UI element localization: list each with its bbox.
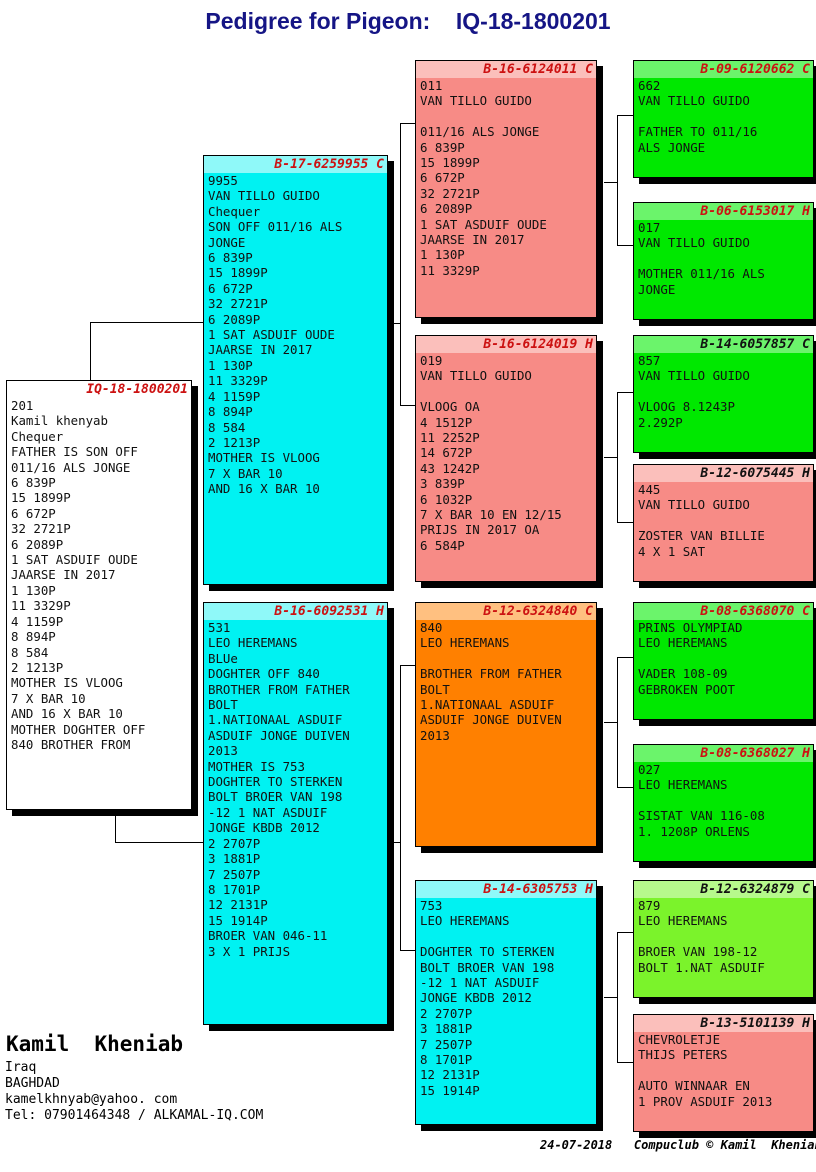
pigeon-details: 9955 VAN TILLO GUIDO Chequer SON OFF 011… (208, 173, 343, 497)
pigeon-details: 017 VAN TILLO GUIDO MOTHER 011/16 ALS JO… (638, 220, 765, 297)
pigeon-details: 879 LEO HEREMANS BROER VAN 198-12 BOLT 1… (638, 898, 765, 975)
connector (617, 787, 633, 788)
connector (617, 392, 633, 393)
pigeon-details: 201 Kamil khenyab Chequer FATHER IS SON … (11, 398, 146, 752)
connector (115, 842, 203, 843)
ring-number: IQ-18-1800201 (7, 381, 191, 398)
pedigree-box-gen4-1[interactable]: B-09-6120662 C 662 VAN TILLO GUIDO FATHE… (633, 60, 814, 178)
ring-number: B-08-6368027 H (634, 745, 813, 762)
owner-name: Kamil Kheniab (6, 1032, 184, 1056)
connector (617, 1062, 633, 1063)
pedigree-box-father-father[interactable]: B-16-6124011 C 011 VAN TILLO GUIDO 011/1… (415, 60, 597, 318)
pedigree-box-mother-father[interactable]: B-12-6324840 C 840 LEO HEREMANS BROTHER … (415, 602, 597, 847)
pigeon-details: 662 VAN TILLO GUIDO FATHER TO 011/16 ALS… (638, 78, 758, 155)
ring-number: B-13-5101139 H (634, 1015, 813, 1032)
ring-number: B-16-6124019 H (416, 336, 596, 353)
connector (604, 722, 617, 723)
pedigree-box-gen4-4[interactable]: B-12-6075445 H 445 VAN TILLO GUIDO ZOSTE… (633, 464, 814, 582)
connector (604, 457, 617, 458)
pedigree-box-father[interactable]: B-17-6259955 C 9955 VAN TILLO GUIDO Cheq… (203, 155, 388, 585)
pedigree-box-mother[interactable]: B-16-6092531 H 531 LEO HEREMANS BLUe DOG… (203, 602, 388, 1025)
connector (617, 657, 618, 787)
pedigree-box-gen4-2[interactable]: B-06-6153017 H 017 VAN TILLO GUIDO MOTHE… (633, 202, 814, 320)
pedigree-box-father-mother[interactable]: B-16-6124019 H 019 VAN TILLO GUIDO VLOOG… (415, 335, 597, 582)
ring-number: B-14-6305753 H (416, 881, 596, 898)
connector (617, 522, 633, 523)
ring-number: B-12-6075445 H (634, 465, 813, 482)
ring-number: B-16-6124011 C (416, 61, 596, 78)
connector (387, 323, 400, 324)
pigeon-details: 753 LEO HEREMANS DOGHTER TO STERKEN BOLT… (420, 898, 555, 1098)
ring-number: B-14-6057857 C (634, 336, 813, 353)
connector (387, 842, 400, 843)
connector (400, 405, 415, 406)
pedigree-box-gen4-3[interactable]: B-14-6057857 C 857 VAN TILLO GUIDO VLOOG… (633, 335, 814, 453)
connector (617, 932, 618, 1062)
ring-number: B-12-6324840 C (416, 603, 596, 620)
pedigree-box-gen4-8[interactable]: B-13-5101139 H CHEVROLETJE THIJS PETERS … (633, 1014, 814, 1132)
connector (617, 657, 633, 658)
connector (617, 932, 633, 933)
pedigree-box-gen4-7[interactable]: B-12-6324879 C 879 LEO HEREMANS BROER VA… (633, 880, 814, 998)
pedigree-box-mother-mother[interactable]: B-14-6305753 H 753 LEO HEREMANS DOGHTER … (415, 880, 597, 1125)
ring-number: B-06-6153017 H (634, 203, 813, 220)
pedigree-box-gen4-5[interactable]: B-08-6368070 C PRINS OLYMPIAD LEO HEREMA… (633, 602, 814, 720)
owner-address: Iraq BAGHDAD kamelkhnyab@yahoo. com Tel:… (5, 1060, 264, 1123)
pigeon-details: 019 VAN TILLO GUIDO VLOOG OA 4 1512P 11 … (420, 353, 562, 553)
pigeon-details: 840 LEO HEREMANS BROTHER FROM FATHER BOL… (420, 620, 562, 743)
pigeon-details: 531 LEO HEREMANS BLUe DOGHTER OFF 840 BR… (208, 620, 350, 959)
ring-number: B-16-6092531 H (204, 603, 387, 620)
connector (617, 115, 633, 116)
pigeon-details: 857 VAN TILLO GUIDO VLOOG 8.1243P 2.292P (638, 353, 750, 430)
pedigree-box-subject[interactable]: IQ-18-1800201 201 Kamil khenyab Chequer … (6, 380, 192, 810)
pigeon-details: CHEVROLETJE THIJS PETERS AUTO WINNAAR EN… (638, 1032, 773, 1109)
ring-number: B-09-6120662 C (634, 61, 813, 78)
connector (617, 245, 633, 246)
ring-number: B-17-6259955 C (204, 156, 387, 173)
connector (400, 950, 415, 951)
pigeon-details: PRINS OLYMPIAD LEO HEREMANS VADER 108-09… (638, 620, 743, 697)
ring-number: B-08-6368070 C (634, 603, 813, 620)
connector (604, 182, 617, 183)
pigeon-details: 445 VAN TILLO GUIDO ZOSTER VAN BILLIE 4 … (638, 482, 765, 559)
connector (604, 997, 617, 998)
connector (617, 392, 618, 522)
connector (400, 665, 401, 950)
pigeon-details: 011 VAN TILLO GUIDO 011/16 ALS JONGE 6 8… (420, 78, 547, 278)
pedigree-box-gen4-6[interactable]: B-08-6368027 H 027 LEO HEREMANS SISTAT V… (633, 744, 814, 862)
page-title: Pedigree for Pigeon: IQ-18-1800201 (205, 8, 611, 34)
ring-number: B-12-6324879 C (634, 881, 813, 898)
pigeon-details: 027 LEO HEREMANS SISTAT VAN 116-08 1. 12… (638, 762, 765, 839)
connector (90, 322, 203, 323)
connector (400, 123, 415, 124)
credit-line: 24-07-2018 Compuclub © Kamil Kheniab (540, 1138, 816, 1152)
connector (617, 115, 618, 245)
connector (400, 665, 415, 666)
connector (400, 123, 401, 405)
